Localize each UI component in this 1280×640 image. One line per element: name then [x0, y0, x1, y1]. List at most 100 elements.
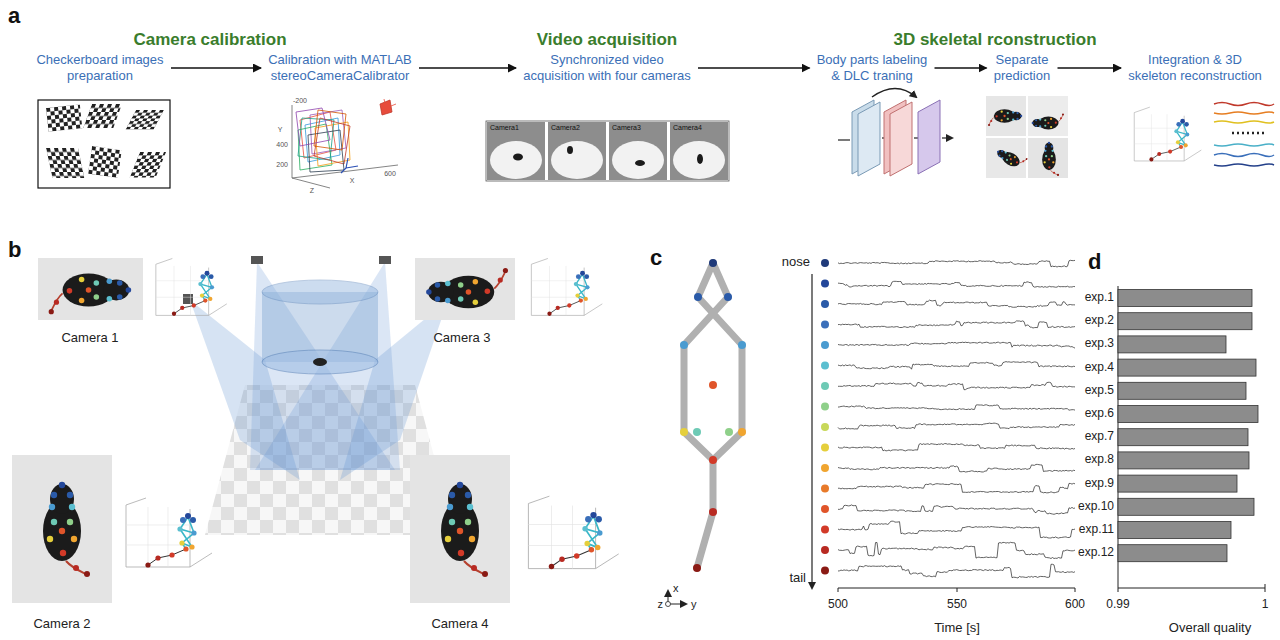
- camera-rig: [251, 256, 263, 264]
- keypoint-dot: [821, 382, 829, 390]
- panel-letter: d: [1088, 250, 1101, 274]
- camera-views: [410, 455, 510, 603]
- body-skeleton: [738, 341, 746, 349]
- step-text: Synchronized video acquisition with four…: [523, 52, 691, 83]
- calibration-plot: [296, 108, 330, 146]
- quality-bar: [1118, 406, 1258, 423]
- camera-views: [38, 258, 143, 320]
- keypoint-dot: [821, 485, 829, 493]
- skeleton-traces: [1214, 154, 1274, 157]
- body-skeleton: [811, 274, 812, 588]
- camera-rig: [262, 280, 378, 304]
- video-frames: [673, 141, 725, 179]
- skeleton-traces: [1214, 103, 1274, 106]
- checkerboard-images: [46, 148, 84, 178]
- quality-bar: [1118, 313, 1252, 330]
- tick-label: 1: [1262, 598, 1269, 611]
- skeleton-traces: [1214, 164, 1274, 166]
- camera-label: Camera 1: [61, 331, 118, 345]
- frame-label: Camera4: [673, 124, 702, 132]
- experiment-label: exp.9: [1085, 477, 1114, 490]
- tick-label: 200: [276, 161, 288, 169]
- step-text: Checkerboard images preparation: [36, 52, 163, 83]
- flow-arrow: [1058, 67, 1122, 69]
- quality-bar: [1118, 545, 1227, 562]
- calibration-plot: [298, 118, 334, 160]
- skeleton-traces: [1214, 144, 1274, 146]
- camera-label: Camera 2: [33, 617, 90, 631]
- skeleton-traces: [1214, 121, 1274, 123]
- camera-views: [43, 482, 90, 577]
- quality-bar: [1118, 382, 1246, 399]
- prediction-images: [986, 96, 1068, 178]
- panel-letter: b: [8, 238, 21, 262]
- skeleton-traces: [1134, 107, 1201, 161]
- keypoint-dot: [821, 526, 829, 534]
- tick-label: 600: [384, 170, 396, 178]
- body-skeleton: [709, 381, 717, 389]
- panel-letter: c: [650, 246, 662, 270]
- camera-views: [126, 498, 212, 568]
- time-trace: [838, 423, 1075, 429]
- flow-arrow: [698, 67, 810, 69]
- video-frames: [697, 154, 703, 164]
- camera-views: [531, 258, 602, 315]
- keypoint-dot: [821, 546, 829, 554]
- process-step: Synchronized video acquisition with four…: [521, 52, 693, 84]
- quality-bars: [1118, 286, 1265, 592]
- quality-bar: [1118, 429, 1248, 446]
- camera-rig: [313, 358, 327, 366]
- experiment-label: exp.5: [1085, 384, 1114, 397]
- calibration-plot: [292, 105, 398, 188]
- keypoint-dots: [821, 259, 829, 575]
- keypoint-dot: [821, 505, 829, 513]
- quality-bar: [1118, 475, 1237, 492]
- frame-label: Camera1: [490, 124, 519, 132]
- checkerboard-images: [46, 104, 82, 131]
- flow-arrow: [171, 67, 261, 69]
- experiment-label: exp.11: [1079, 523, 1114, 536]
- body-skeleton: [693, 564, 701, 572]
- experiment-label: exp.12: [1078, 547, 1114, 560]
- body-skeleton: [709, 456, 717, 464]
- body-skeleton: [738, 428, 746, 436]
- network-layers: [838, 139, 850, 140]
- keypoint-dot: [821, 362, 829, 370]
- process-step: Body parts labeling & DLC traning: [815, 52, 930, 84]
- time-trace: [838, 321, 1075, 328]
- prediction-images: [986, 96, 1026, 136]
- trace-plot: [838, 588, 1075, 592]
- network-layers: [942, 137, 952, 138]
- process-step: Integration & 3D skeleton reconstruction: [1126, 52, 1264, 84]
- quality-bar: [1118, 336, 1226, 353]
- time-trace: [838, 342, 1075, 348]
- calibration-plot: [314, 110, 346, 150]
- keypoint-dot: [821, 567, 829, 575]
- keypoint-dot: [821, 423, 829, 431]
- video-frames: [487, 122, 545, 180]
- calibration-plot: [292, 99, 398, 188]
- checkerboard-images: [88, 146, 122, 178]
- frame-label: Camera2: [551, 124, 580, 132]
- experiment-label: exp.7: [1085, 431, 1114, 444]
- camera-views: [426, 268, 508, 308]
- video-frames: [567, 146, 573, 154]
- video-frames: [486, 121, 729, 181]
- body-skeleton: [680, 428, 688, 436]
- body-skeleton: [709, 508, 717, 516]
- tick-label: 0.99: [1106, 598, 1129, 611]
- checkerboard-images: [46, 148, 84, 178]
- quality-bars: [1118, 286, 1265, 592]
- video-frames: [513, 154, 523, 161]
- camera-views: [12, 455, 112, 603]
- checkerboard-images: [83, 104, 122, 128]
- body-skeleton: [709, 259, 717, 267]
- keypoint-dot: [821, 444, 829, 452]
- body-skeleton: [694, 293, 702, 301]
- video-frames: [551, 141, 603, 179]
- video-frames: [486, 121, 729, 181]
- experiment-label: exp.6: [1085, 407, 1114, 420]
- network-layers: [858, 102, 880, 176]
- camera-rig: [183, 294, 193, 304]
